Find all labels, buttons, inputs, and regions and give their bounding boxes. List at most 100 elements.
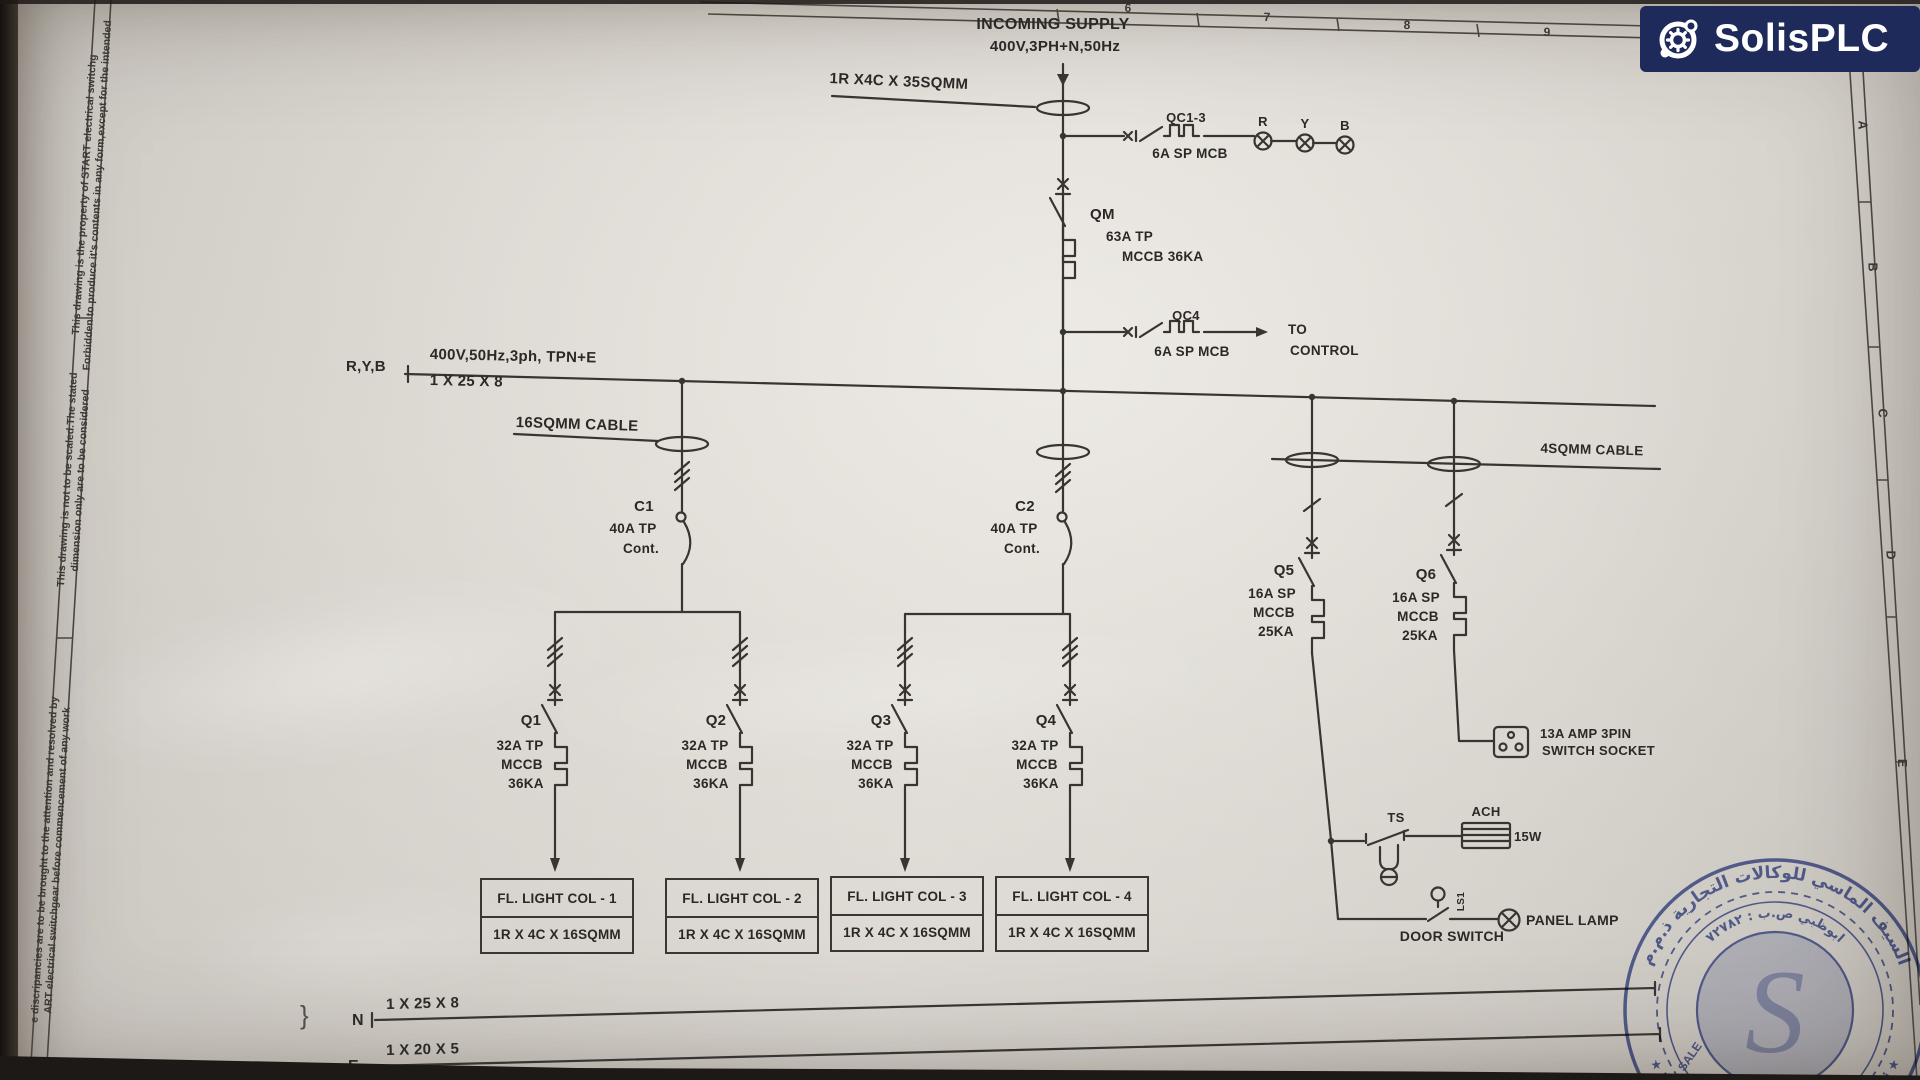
qc4-tag: QC4 [1172, 308, 1200, 323]
q3-tag: Q3 [870, 712, 892, 729]
q1-tag: Q1 [520, 712, 542, 729]
cable-4sqmm-label: 4SQMM CABLE [1540, 440, 1644, 459]
earth-size: 1 X 20 X 5 [386, 1040, 460, 1059]
q4-type: MCCB [1016, 757, 1058, 772]
incoming-trunk [830, 62, 1091, 393]
stamp-monogram: S [1745, 945, 1805, 1078]
grid-letter-d: D [1883, 550, 1898, 560]
q4-breaker-icon [1055, 703, 1084, 802]
bus-phases-label: R,Y,B [346, 358, 386, 375]
outgoing-3-name: FL. LIGHT COL - 3 [832, 878, 982, 916]
c1-tag: C1 [634, 498, 654, 515]
solisplc-logo: SolisPLC [1640, 6, 1920, 72]
q2-ka: 36KA [693, 776, 729, 791]
incoming-supply-title: INCOMING SUPPLY [976, 16, 1130, 33]
c1-contactor-icon [675, 511, 692, 566]
grid-letter-b: B [1865, 262, 1880, 272]
neutral-tag: N [352, 1012, 364, 1029]
door-switch-circuit [1336, 886, 1521, 932]
q6-tag: Q6 [1415, 566, 1437, 583]
qc4-branch [1059, 319, 1268, 339]
qc4-dest-to: TO [1288, 322, 1308, 337]
q2-tag: Q2 [705, 712, 727, 729]
q5-rating: 16A SP [1248, 586, 1296, 601]
brace-mark: } [300, 1000, 309, 1030]
grid-letter-e: E [1895, 758, 1910, 768]
outgoing-box-1: FL. LIGHT COL - 1 1R X 4C X 16SQMM [480, 878, 634, 954]
stamp-graphic: السيف الماسي للوكالات التجارية ذ.م.م ★ D… [1623, 858, 1920, 1080]
q1-ka: 36KA [508, 776, 544, 791]
c1-type: Cont. [623, 541, 659, 556]
c2-type: Cont. [1004, 541, 1040, 556]
outgoing-box-2: FL. LIGHT COL - 2 1R X 4C X 16SQMM [665, 878, 819, 954]
outgoing-4-cable: 1R X 4C X 16SQMM [1008, 924, 1136, 940]
thermostat-tag: TS [1387, 810, 1405, 825]
stamp-sale-text: SALE [1675, 1039, 1705, 1073]
outgoing-4-name: FL. LIGHT COL - 4 [997, 878, 1147, 916]
switch-socket-icon [1492, 725, 1530, 759]
q6-breaker-icon [1439, 553, 1468, 652]
grid-letter-c: C [1875, 408, 1890, 418]
q2-breaker-icon [725, 703, 754, 802]
thermostat-heater-circuit [1329, 821, 1512, 887]
outgoing-box-4: FL. LIGHT COL - 4 1R X 4C X 16SQMM [995, 876, 1149, 952]
c1-branch [540, 379, 754, 872]
door-switch-tag: LS1 [1456, 891, 1468, 912]
company-stamp: السيف الماسي للوكالات التجارية ذ.م.م ★ D… [1580, 840, 1920, 1080]
lamp-r-label: R [1258, 114, 1268, 129]
door-switch-actuator-icon [1430, 886, 1446, 902]
q2-rating: 32A TP [681, 738, 729, 753]
qc4-rating: 6A SP MCB [1154, 344, 1230, 359]
q3-rating: 32A TP [846, 738, 894, 753]
lamp-y-label: Y [1300, 116, 1310, 131]
lamp-b-icon [1335, 135, 1355, 155]
q4-tag: Q4 [1035, 712, 1057, 729]
grid-number-8: 8 [1403, 17, 1411, 33]
c2-rating: 40A TP [990, 521, 1038, 536]
q3-type: MCCB [851, 757, 893, 772]
grid-number-7: 7 [1263, 9, 1271, 25]
q6-rating: 16A SP [1392, 590, 1440, 605]
q5-ka: 25KA [1258, 624, 1294, 639]
bus-spec-label: 400V,50Hz,3ph, TPN+E [429, 346, 597, 367]
q6-type: MCCB [1397, 609, 1439, 624]
socket-label-1: 13A AMP 3PIN [1540, 726, 1632, 741]
heater-rating: 15W [1514, 829, 1542, 844]
outgoing-3-cable: 1R X 4C X 16SQMM [843, 924, 971, 940]
incoming-supply-spec: 400V,3PH+N,50Hz [989, 38, 1121, 55]
outgoing-2-name: FL. LIGHT COL - 2 [667, 880, 817, 918]
lamp-y-icon [1295, 133, 1315, 153]
solisplc-gear-icon [1659, 19, 1698, 59]
q3-breaker-icon [890, 703, 919, 802]
neutral-earth-bars [370, 980, 1662, 1068]
c2-tag: C2 [1015, 498, 1035, 515]
qm-breaker-symbol [1048, 177, 1077, 334]
qc4-dest-control: CONTROL [1290, 343, 1359, 358]
c1-rating: 40A TP [609, 521, 657, 536]
q3-ka: 36KA [858, 776, 894, 791]
c2-contactor-icon [1056, 511, 1073, 566]
panel-lamp-label: PANEL LAMP [1526, 912, 1619, 928]
q5-tag: Q5 [1273, 562, 1295, 579]
q2-type: MCCB [686, 757, 728, 772]
q1-rating: 32A TP [496, 738, 544, 753]
solisplc-wordmark: SolisPLC [1714, 17, 1890, 60]
neutral-size: 1 X 25 X 8 [386, 994, 460, 1013]
qm-rating-2: MCCB 36KA [1122, 249, 1204, 264]
sheet-frame [29, 0, 1920, 1080]
q4-ka: 36KA [1023, 776, 1059, 791]
lamp-r-icon [1253, 131, 1273, 151]
panel-lamp-icon [1497, 908, 1521, 932]
qc13-tag: QC1-3 [1166, 110, 1206, 125]
q5-breaker-icon [1297, 556, 1326, 655]
c2-branch [890, 389, 1091, 872]
socket-label-2: SWITCH SOCKET [1542, 743, 1655, 758]
photo-edge-top [0, 0, 1920, 4]
outgoing-1-name: FL. LIGHT COL - 1 [482, 880, 632, 918]
bus-size-label: 1 X 25 X 8 [429, 372, 504, 391]
outgoing-2-cable: 1R X 4C X 16SQMM [678, 926, 806, 942]
qc13-rating: 6A SP MCB [1152, 146, 1228, 161]
